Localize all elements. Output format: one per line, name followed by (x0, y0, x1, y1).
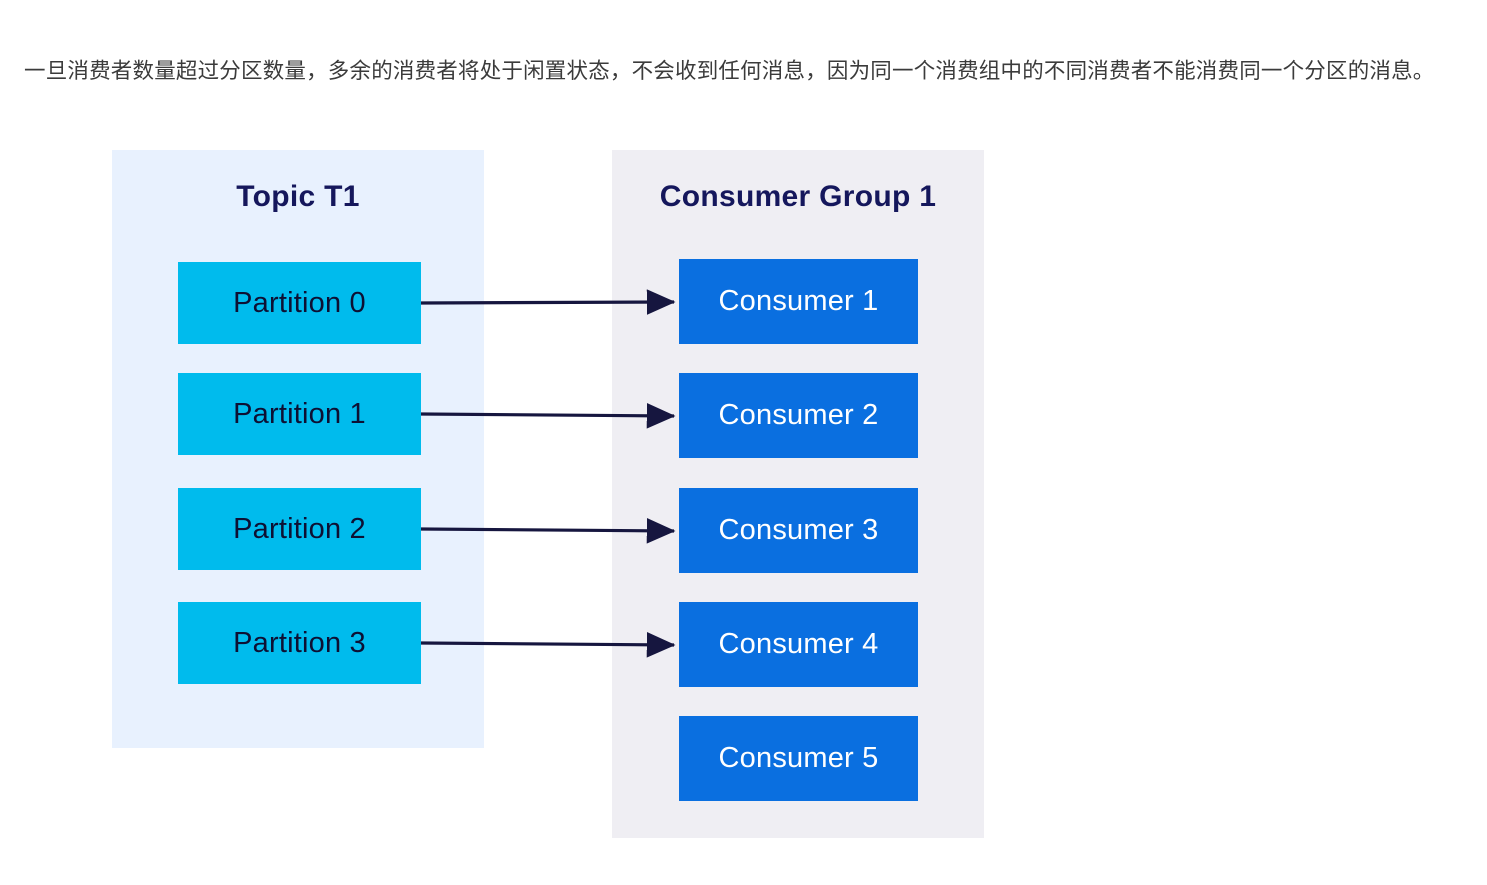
partition-label-2: Partition 2 (233, 512, 366, 545)
consumer-label-3: Consumer 3 (718, 514, 879, 546)
intro-paragraph: 一旦消费者数量超过分区数量，多余的消费者将处于闲置状态，不会收到任何消息，因为同… (24, 58, 1435, 83)
consumer-group-panel-title: Consumer Group 1 (659, 180, 937, 213)
partition-box-3[interactable]: Partition 3 (178, 602, 421, 684)
partition-box-1[interactable]: Partition 1 (178, 373, 421, 455)
consumer-box-1[interactable]: Consumer 1 (679, 259, 918, 344)
partition-box-2[interactable]: Partition 2 (178, 488, 421, 570)
partition-box-0[interactable]: Partition 0 (178, 262, 421, 344)
consumer-box-3[interactable]: Consumer 3 (679, 488, 918, 573)
consumer-label-5: Consumer 5 (718, 742, 879, 774)
consumer-box-4[interactable]: Consumer 4 (679, 602, 918, 687)
consumer-label-1: Consumer 1 (718, 285, 879, 317)
partition-label-3: Partition 3 (233, 626, 366, 659)
consumer-label-4: Consumer 4 (718, 628, 879, 660)
consumer-box-5[interactable]: Consumer 5 (679, 716, 918, 801)
consumer-label-2: Consumer 2 (718, 399, 879, 431)
partition-label-1: Partition 1 (233, 397, 366, 430)
topic-panel-title: Topic T1 (236, 180, 360, 213)
consumer-box-2[interactable]: Consumer 2 (679, 373, 918, 458)
partition-label-0: Partition 0 (233, 286, 366, 319)
